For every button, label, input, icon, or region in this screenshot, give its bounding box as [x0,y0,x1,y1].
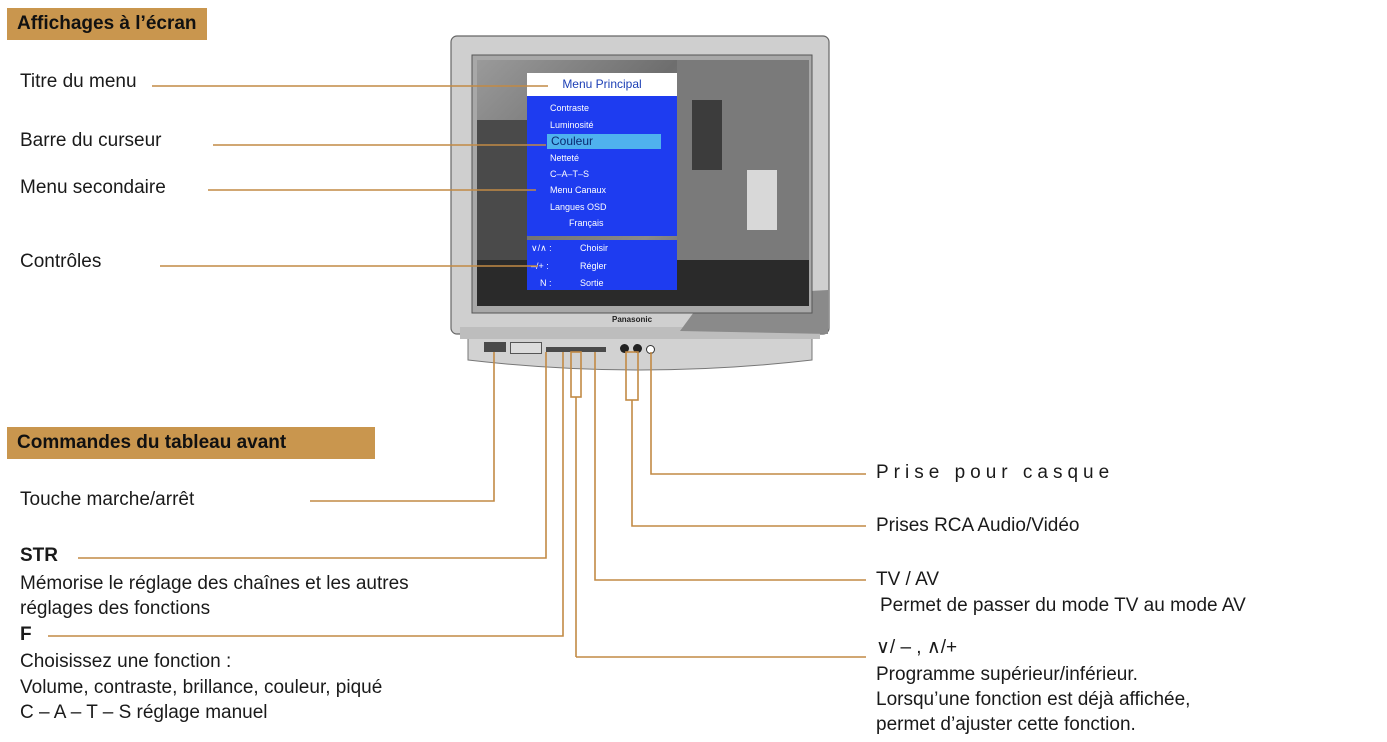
tv-menu-item: Netteté [550,153,580,163]
tv-brand-logo: Panasonic [612,315,653,324]
desc-str-line1: Mémorise le réglage des chaînes et les a… [20,573,409,594]
tv-control-action: Régler [580,261,607,271]
label-sub-menu: Menu secondaire [20,177,166,198]
desc-program-line1: Programme supérieur/inférieur. [876,664,1138,685]
tv-control-action: Choisir [580,243,609,253]
desc-f-line2: Volume, contraste, brillance, couleur, p… [20,677,383,698]
tv-menu-body [527,96,677,236]
desc-f-line3: C – A – T – S réglage manuel [20,702,268,723]
tv-menu-title: Menu Principal [527,73,677,96]
rca-jack-icon [633,344,642,353]
tv-menu-item-selected: Couleur [547,134,661,149]
label-headphone-jack: Prise pour casque [876,462,1115,483]
tv-menu-item: Français [569,218,604,228]
label-rca-jacks: Prises RCA Audio/Vidéo [876,515,1080,536]
section-header-front: Commandes du tableau avant [7,427,375,459]
rca-jack-icon [620,344,629,353]
label-menu-title: Titre du menu [20,71,137,92]
label-program-buttons: ∨/ – , ∧/+ [876,637,958,658]
label-controls: Contrôles [20,251,102,272]
tv-menu-item: C–A–T–S [550,169,590,179]
desc-f-line1: Choisissez une fonction : [20,651,232,672]
tv-menu-item: Menu Canaux [550,185,607,195]
tv-menu-item: Langues OSD [550,202,607,212]
label-str: STR [20,545,58,566]
tv-menu-controls [527,240,677,290]
tv-control-key: N : [540,278,552,288]
label-cursor-bar: Barre du curseur [20,130,162,151]
label-power-button: Touche marche/arrêt [20,489,195,510]
tv-menu-item: Contraste [550,103,590,113]
power-button-icon [484,342,506,352]
front-panel-slot [510,342,542,354]
tv-control-action: Sortie [580,278,604,288]
desc-program-line2: Lorsqu’une fonction est déjà affichée, [876,689,1191,710]
section-header-osd: Affichages à l’écran [7,8,207,40]
label-f: F [20,624,32,645]
tv-control-key: ∨/∧ : [531,243,552,253]
control-buttons-icon [546,347,606,352]
desc-program-line3: permet d’ajuster cette fonction. [876,714,1136,735]
desc-str-line2: réglages des fonctions [20,598,211,619]
tv-control-key: –/+ : [531,261,549,271]
tv-menu-item: Luminosité [550,120,594,130]
label-tv-av: TV / AV [876,569,940,590]
desc-tv-av: Permet de passer du mode TV au mode AV [880,595,1246,616]
